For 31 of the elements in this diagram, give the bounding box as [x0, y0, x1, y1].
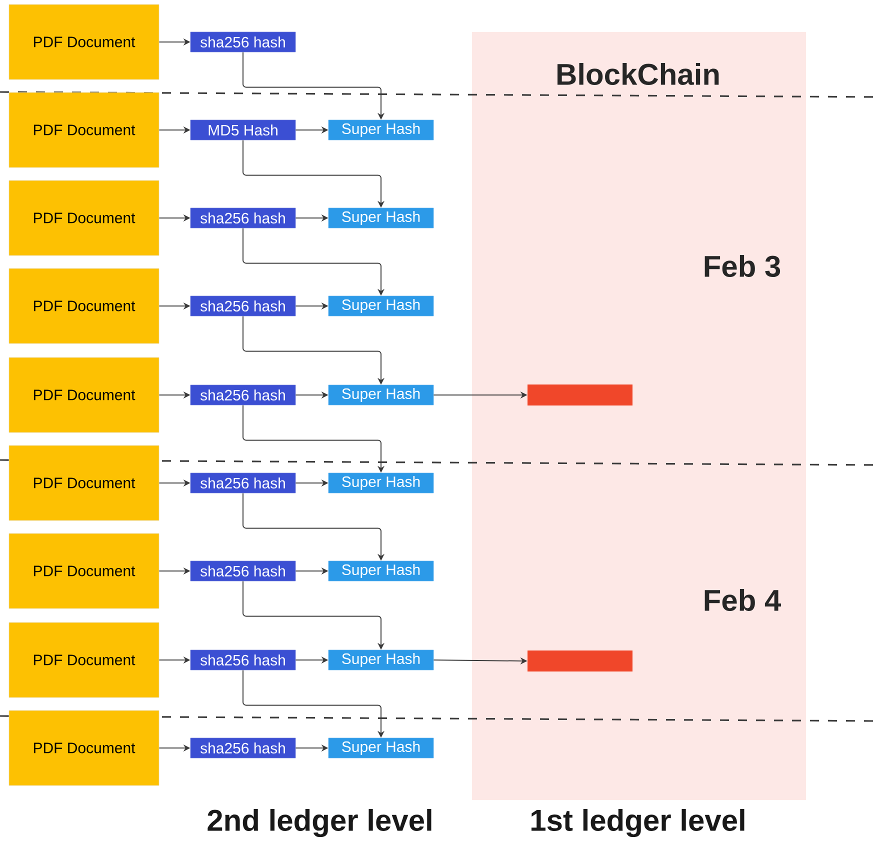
document-box: PDF Document	[8, 4, 160, 80]
document-box: PDF Document	[8, 268, 160, 344]
super-hash-box: Super Hash	[328, 296, 434, 316]
level-label: 1st ledger level	[532, 808, 744, 838]
hash-box: sha256 hash	[190, 472, 296, 494]
super-hash-box: Super Hash	[328, 384, 434, 406]
block-bar	[528, 384, 632, 406]
super-hash-box: Super Hash	[328, 472, 434, 494]
document-box: PDF Document	[8, 622, 160, 698]
hash-box: sha256 hash	[190, 384, 296, 406]
hash-box: sha256 hash	[190, 560, 296, 582]
super-hash-box: Super Hash	[328, 208, 434, 228]
super-hash-box: Super Hash	[328, 560, 434, 582]
blockchain-band: BlockChain Feb 3 Feb 4	[472, 32, 806, 800]
hash-box: sha256 hash	[190, 650, 296, 670]
hash-box: sha256 hash	[190, 208, 296, 228]
hash-box: sha256 hash	[190, 296, 296, 316]
document-box: PDF Document	[8, 445, 160, 521]
super-hash-box: Super Hash	[328, 738, 434, 758]
block-bar	[528, 650, 632, 672]
document-box: PDF Document	[8, 92, 160, 168]
super-hash-box: Super Hash	[328, 650, 434, 670]
super-hash-box: Super Hash	[328, 120, 434, 140]
level-label: 2nd ledger level	[208, 808, 432, 838]
document-box: PDF Document	[8, 357, 160, 433]
document-box: PDF Document	[8, 710, 160, 786]
document-box: PDF Document	[8, 180, 160, 256]
document-box: PDF Document	[8, 533, 160, 609]
hash-box: MD5 Hash	[190, 120, 296, 140]
hash-box: sha256 hash	[190, 738, 296, 758]
hash-box: sha256 hash	[190, 32, 296, 52]
